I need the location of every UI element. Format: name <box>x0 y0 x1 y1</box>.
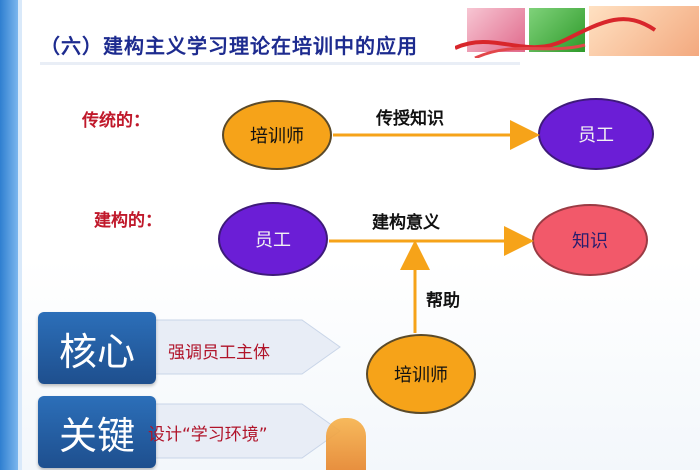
constructive-employee-text: 员工 <box>255 230 291 251</box>
knowledge-node: 知识 <box>532 204 648 276</box>
traditional-trainer-text: 培训师 <box>250 126 304 147</box>
key-tag: 关键 <box>38 396 156 468</box>
decor-photo-1 <box>465 6 527 54</box>
red-ribbon-decoration <box>455 17 657 58</box>
constructive-employee-node: 员工 <box>218 202 328 276</box>
decor-photo-3 <box>587 4 700 58</box>
traditional-relation-label: 传授知识 <box>376 109 444 129</box>
key-callout-arrow <box>152 403 341 459</box>
decor-figure <box>326 418 366 470</box>
knowledge-node-text: 知识 <box>572 231 608 252</box>
helper-trainer-text: 培训师 <box>394 365 448 386</box>
traditional-trainer-node: 培训师 <box>222 100 332 170</box>
key-tag-text: 关键 <box>58 413 135 458</box>
constructive-relation-label: 建构意义 <box>372 213 440 233</box>
help-relation-label: 帮助 <box>426 291 460 311</box>
core-tag: 核心 <box>38 312 156 384</box>
traditional-employee-node: 员工 <box>538 98 654 170</box>
core-tag-text: 核心 <box>58 329 135 374</box>
header-photo-strip <box>455 0 700 58</box>
traditional-label: 传统的： <box>82 111 150 131</box>
helper-trainer-node: 培训师 <box>366 334 476 414</box>
left-accent-stripe <box>18 0 22 470</box>
core-text: 强调员工主体 <box>168 343 270 363</box>
left-accent-bar <box>0 0 18 470</box>
title-underline <box>40 62 520 65</box>
traditional-employee-text: 员工 <box>578 125 614 146</box>
core-callout-arrow <box>152 319 341 375</box>
page-title: （六）建构主义学习理论在培训中的应用 <box>40 34 418 58</box>
constructive-label: 建构的： <box>94 211 162 231</box>
key-text: 设计“学习环境” <box>148 425 268 445</box>
